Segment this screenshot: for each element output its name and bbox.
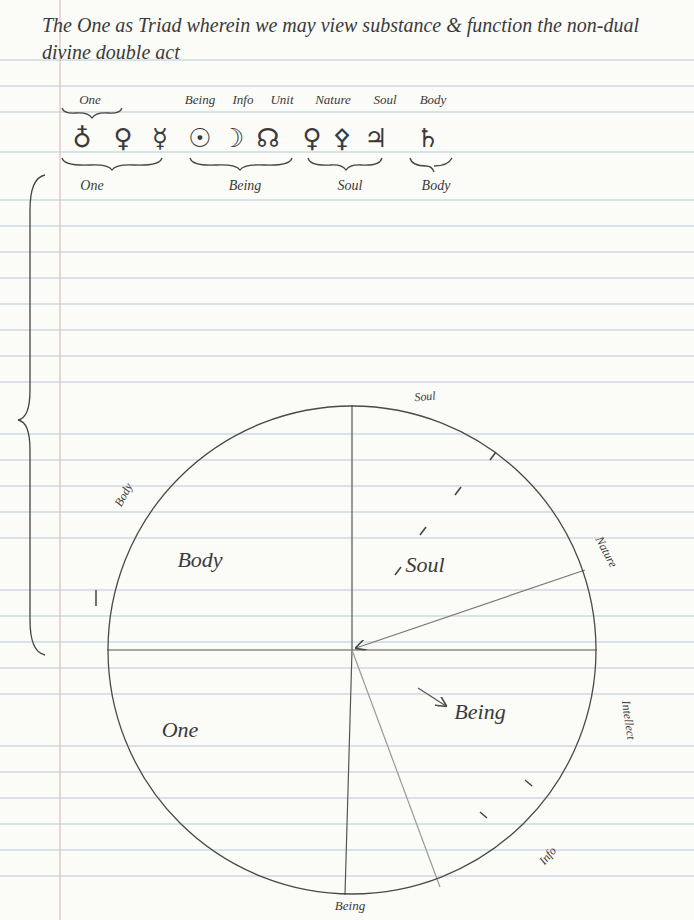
rim-word: Body (112, 481, 135, 509)
rim-word: Soul (414, 390, 436, 405)
planet-glyph: ☉ (188, 124, 211, 153)
page-title: The One as Triad wherein we may view sub… (42, 12, 682, 66)
column-word: Unit (270, 93, 293, 107)
circle-axes (107, 405, 597, 895)
column-word: Body (420, 93, 447, 107)
group-word: One (80, 178, 103, 193)
quadrant-word: Body (177, 548, 222, 572)
planet-glyph: ☿ (152, 124, 168, 153)
column-word: Soul (373, 93, 396, 107)
margin-line (60, 0, 61, 920)
quartered-circle: BodySoulOneBeing (107, 405, 597, 895)
rim-word: Info (537, 844, 560, 867)
group-word: Being (229, 178, 262, 193)
planet-glyph: ⚴ (332, 124, 351, 153)
circle-outline (107, 405, 597, 895)
planet-glyph: ♁ (72, 124, 91, 153)
ruled-lines (0, 60, 694, 876)
rim-word: Nature (592, 534, 619, 569)
column-word: Info (233, 93, 254, 107)
column-word: One (79, 93, 101, 107)
planet-glyph: ♃ (364, 124, 387, 153)
quadrant-word: Soul (405, 553, 444, 577)
planet-glyph: ♀ (302, 124, 321, 153)
circle-line (108, 406, 596, 894)
planet-glyph: ☽ (221, 124, 244, 153)
column-word: Being (185, 93, 215, 107)
planet-glyph: ☊ (256, 124, 279, 153)
rim-word: Being (335, 899, 365, 913)
planet-glyph: ♀ (113, 124, 132, 153)
quadrant-word: One (162, 718, 199, 742)
group-word: Body (422, 178, 451, 193)
quadrant-word: Being (454, 700, 505, 724)
planet-glyph: ♄ (416, 124, 439, 153)
column-word: Nature (315, 93, 351, 107)
tick-dashes (96, 452, 532, 818)
group-word: Soul (338, 178, 363, 193)
rim-word: Intellect (619, 700, 638, 741)
braces (18, 108, 452, 655)
